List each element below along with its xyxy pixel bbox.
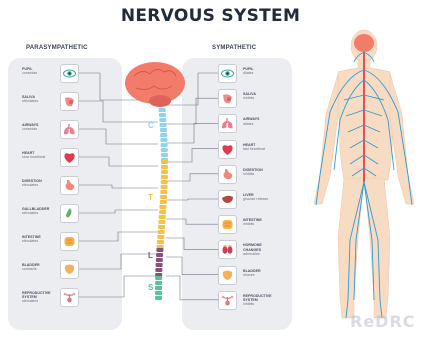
watermark: ReDRC bbox=[350, 312, 416, 331]
brain-shape bbox=[354, 34, 374, 52]
